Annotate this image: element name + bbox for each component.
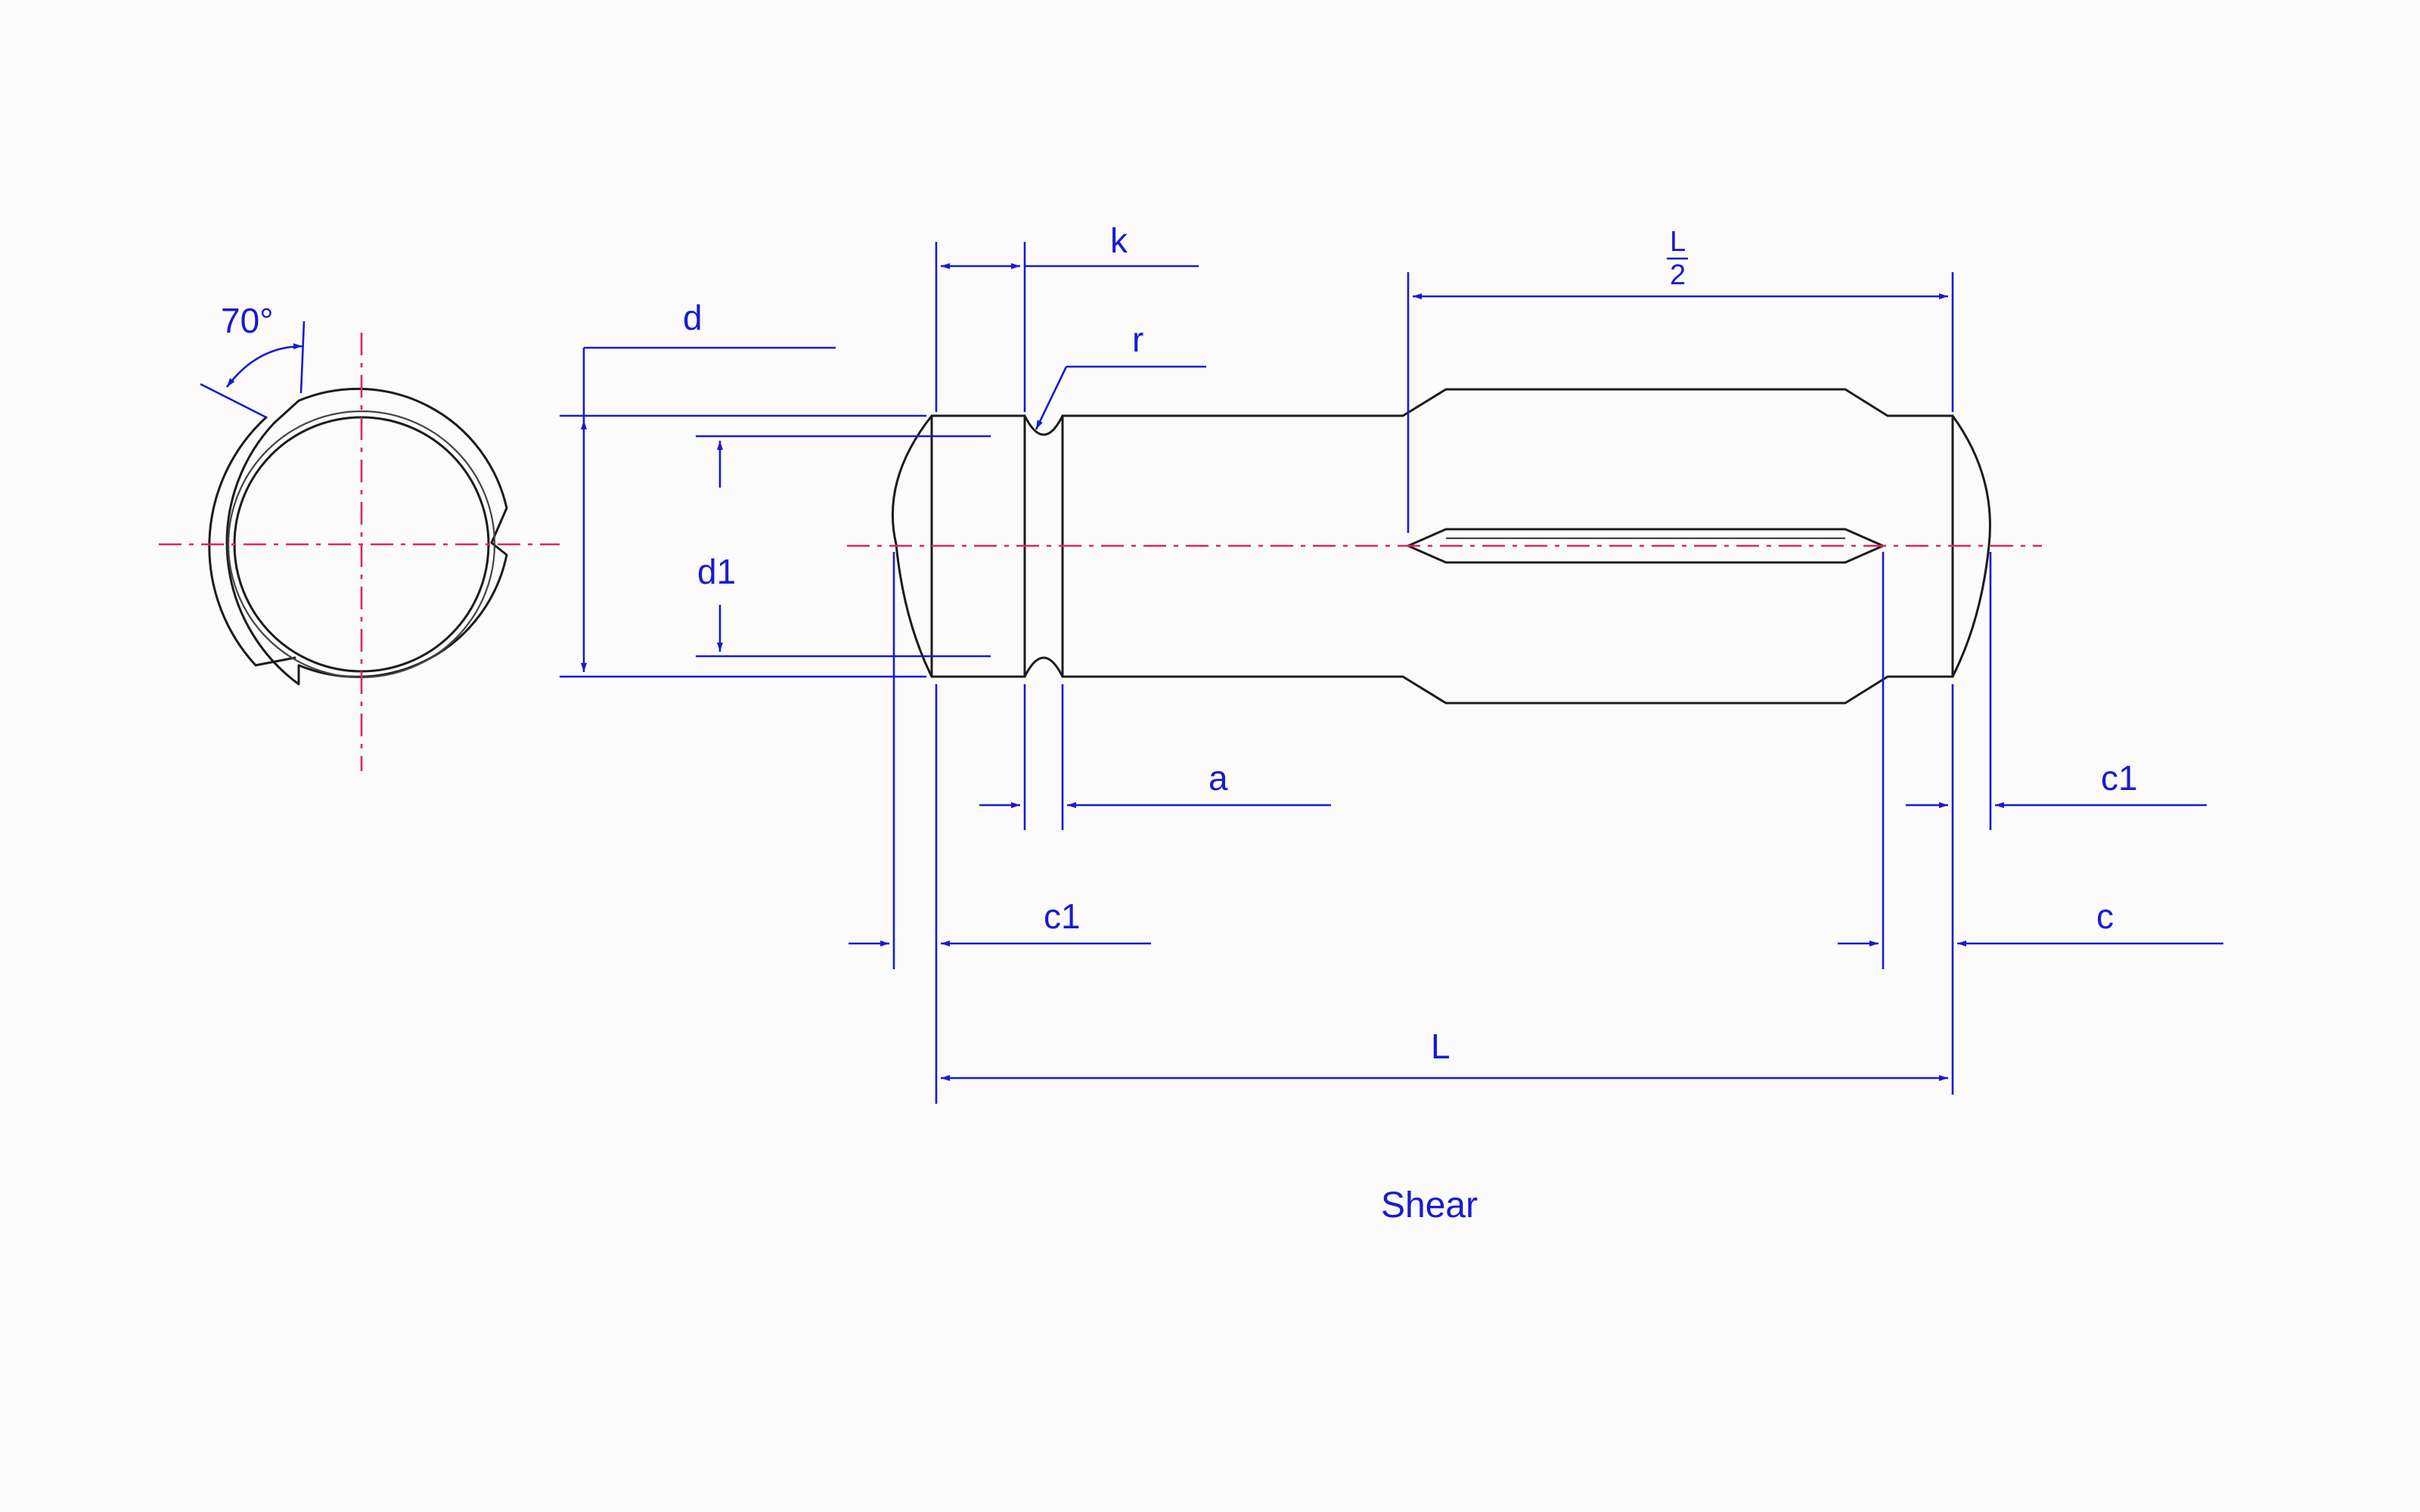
end-view: 70° [159, 301, 560, 771]
half-L-label-numerator: L [1670, 226, 1686, 258]
c-label: c [2096, 897, 2114, 936]
L-label: L [1431, 1027, 1450, 1066]
angle-leader-2 [299, 321, 306, 394]
pin-groove-top [1023, 414, 1064, 436]
c1-left-label: c1 [1044, 897, 1081, 936]
drawing-caption: Shear [1381, 1185, 1478, 1225]
pin-groove-bottom [1023, 656, 1064, 678]
d1-label: d1 [697, 552, 736, 591]
r-label: r [1132, 320, 1143, 359]
k-label: k [1110, 221, 1128, 260]
angle-leader-1 [200, 383, 267, 419]
half-L-label-denominator: 2 [1670, 259, 1686, 291]
angle-label: 70° [221, 301, 274, 340]
a-label: a [1208, 758, 1228, 798]
c1-right-label: c1 [2101, 758, 2138, 798]
r-leader-arrow [1035, 366, 1068, 430]
angle-arc [225, 343, 303, 388]
d-label: d [683, 298, 703, 337]
dimensions: d d1 k r L 2 a c1 [560, 221, 2223, 1104]
side-view [847, 388, 2042, 705]
pin-body-outline [1061, 388, 1991, 705]
pin-left-dome [891, 414, 933, 678]
end-view-gap-upper [208, 416, 296, 667]
